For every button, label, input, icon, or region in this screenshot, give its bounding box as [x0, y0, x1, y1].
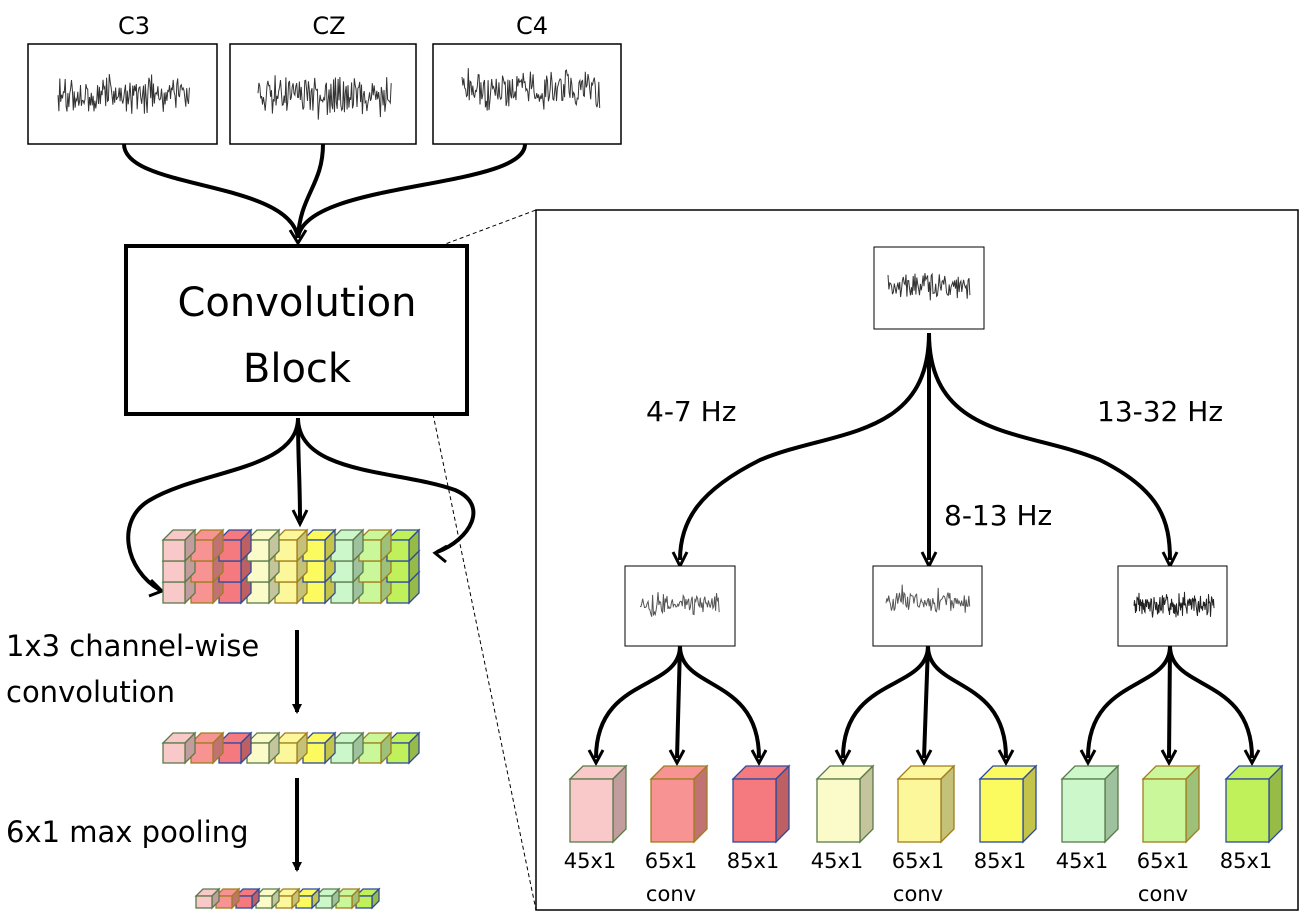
arrowhead-center [291, 509, 309, 528]
feature-cube [161, 731, 197, 765]
conv-kernel-cube [1141, 764, 1201, 844]
band-label-beta: 13-32 Hz [1097, 395, 1223, 428]
convolution-block-subtitle: Block [243, 346, 352, 392]
feature-cube [161, 528, 197, 563]
conv-kernel-cube [1224, 764, 1284, 844]
arrowhead-left [148, 578, 165, 598]
conv-kernel-cube [978, 764, 1038, 844]
kernel-size-label: 45x1 [1056, 849, 1109, 873]
kernel-size-label: 45x1 [811, 849, 864, 873]
kernel-size-label: 65x1 [645, 849, 698, 873]
signal-box-c3 [27, 43, 218, 145]
pooled-cube [194, 887, 221, 910]
conv-kernel-cube [815, 764, 875, 844]
feature-cube [357, 528, 393, 563]
convolution-block-title: Convolution [178, 280, 417, 326]
channel-label-c4: C4 [516, 12, 548, 40]
feature-stack-3x9 [161, 528, 421, 605]
channel-label-c3: C3 [118, 12, 150, 40]
feature-cube [245, 731, 281, 765]
step1-label-line2: convolution [6, 675, 175, 709]
pooled-cube [234, 887, 261, 910]
step1-label-line1: 1x3 channel-wise [6, 629, 259, 663]
feature-cube [189, 731, 225, 765]
band-label-theta: 4-7 Hz [646, 395, 736, 428]
conv-kernel-cube [568, 764, 628, 844]
arrowhead-right [432, 544, 448, 564]
filtered-signal-theta [624, 565, 736, 647]
conv-group-label: conv [646, 882, 696, 906]
feature-cube [329, 528, 365, 563]
zoom-line-top [439, 209, 537, 247]
merge-arrows [122, 143, 527, 246]
step2-label: 6x1 max pooling [6, 815, 248, 849]
conv-kernels: 45x1 65x1 85x1 conv 45x1 65x1 85x1 conv 45x1 65x1… [564, 764, 1284, 906]
convolution-block: Convolution Block [124, 244, 469, 416]
band-label-alpha: 8-13 Hz [944, 499, 1052, 532]
kernel-size-label: 85x1 [974, 849, 1027, 873]
kernel-size-label: 65x1 [892, 849, 945, 873]
kernel-size-label: 65x1 [1137, 849, 1190, 873]
feature-stack-pooled [194, 887, 381, 910]
kernel-size-label: 45x1 [564, 849, 617, 873]
feature-cube [245, 528, 281, 563]
filtered-signal-alpha [872, 565, 983, 647]
filtered-signal-beta [1117, 565, 1228, 647]
signal-box-cz [229, 43, 417, 145]
feature-cube [273, 528, 309, 563]
conv-kernel-cube [731, 764, 791, 844]
conv-group-label: conv [893, 882, 943, 906]
pooled-cube [274, 887, 301, 910]
feature-cube [329, 731, 365, 765]
conv-kernel-cube [896, 764, 956, 844]
block-output-arrows [126, 417, 476, 592]
kernel-size-label: 85x1 [1220, 849, 1273, 873]
feature-cube [189, 528, 225, 563]
conv-group-label: conv [1138, 882, 1188, 906]
conv-kernel-cube [649, 764, 709, 844]
conv-branch-arrows [587, 645, 1261, 767]
signal-box-c4 [432, 43, 622, 145]
conv-kernel-cube [1060, 764, 1120, 844]
channel-label-cz: CZ [312, 12, 345, 40]
pooled-cube [314, 887, 341, 910]
band-arrows [678, 332, 1172, 561]
feature-cube [385, 731, 421, 765]
input-signal-box [873, 246, 985, 330]
feature-cube [301, 528, 337, 563]
feature-cube [273, 731, 309, 765]
zoom-line-bottom [432, 413, 537, 911]
feature-stack-1x9 [161, 731, 421, 765]
pooled-cube [294, 887, 321, 910]
pooled-cube [254, 887, 281, 910]
feature-cube [385, 528, 421, 563]
feature-cube [217, 528, 253, 563]
pooled-cube [214, 887, 241, 910]
pooled-cube [354, 887, 381, 910]
pooled-cube [334, 887, 361, 910]
feature-cube [217, 731, 253, 765]
kernel-size-label: 85x1 [727, 849, 780, 873]
feature-cube [301, 731, 337, 765]
feature-cube [357, 731, 393, 765]
